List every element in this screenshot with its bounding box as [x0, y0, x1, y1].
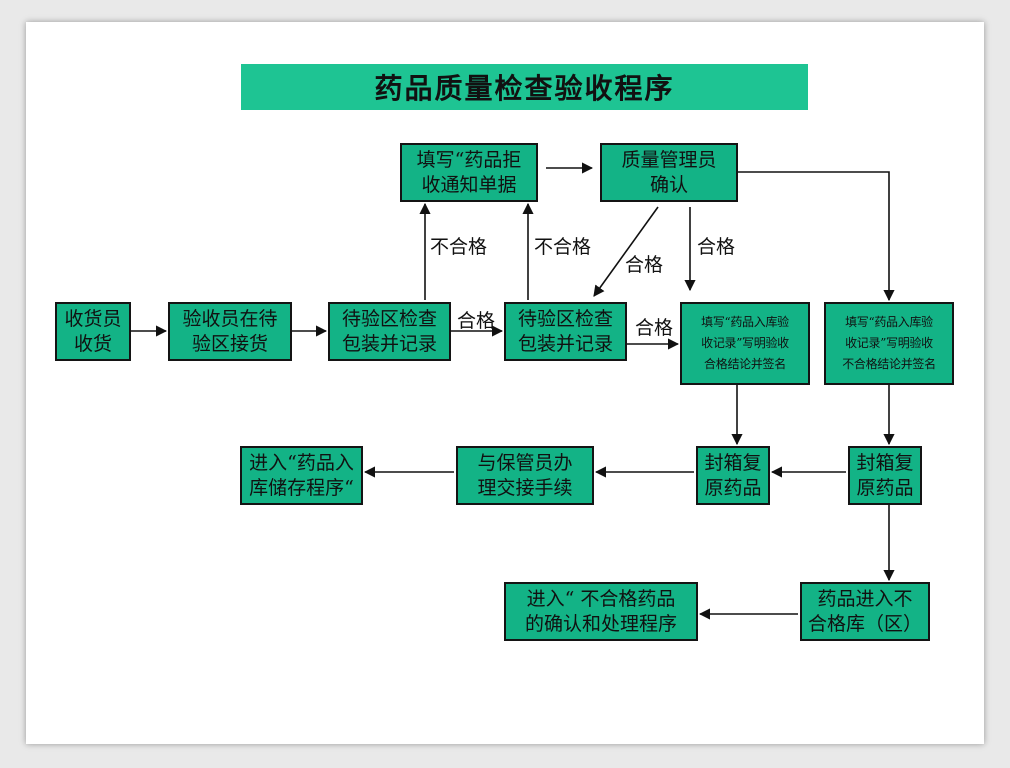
node-seal-pass: 封箱复 原药品 [696, 446, 770, 505]
label-pass-1: 合格 [457, 310, 496, 332]
node-reject-notice: 填写“药品拒 收通知单据 [400, 143, 538, 202]
node-record-fail: 填写“药品入库验 收记录”写明验收 不合格结论并签名 [824, 302, 954, 385]
label-pass-2: 合格 [625, 254, 664, 276]
diagram-title: 药品质量检查验收程序 [241, 64, 808, 110]
node-check-pack-1: 待验区检查 包装并记录 [328, 302, 451, 361]
label-pass-4: 合格 [635, 317, 674, 339]
node-storage: 进入“药品入 库储存程序“ [240, 446, 363, 505]
node-record-pass: 填写“药品入库验 收记录”写明验收 合格结论并签名 [680, 302, 810, 385]
node-inspector-receive: 验收员在待 验区接货 [168, 302, 292, 361]
node-seal-fail: 封箱复 原药品 [848, 446, 922, 505]
node-unqualified-confirm: 进入“ 不合格药品 的确认和处理程序 [504, 582, 698, 641]
label-fail-2: 不合格 [534, 236, 592, 258]
node-unqualified-store: 药品进入不 合格库（区） [800, 582, 930, 641]
label-pass-3: 合格 [697, 236, 736, 258]
node-qa-manager: 质量管理员 确认 [600, 143, 738, 202]
label-fail-1: 不合格 [430, 236, 488, 258]
node-check-pack-2: 待验区检查 包装并记录 [504, 302, 627, 361]
node-receiver: 收货员 收货 [55, 302, 131, 361]
node-handover: 与保管员办 理交接手续 [456, 446, 594, 505]
